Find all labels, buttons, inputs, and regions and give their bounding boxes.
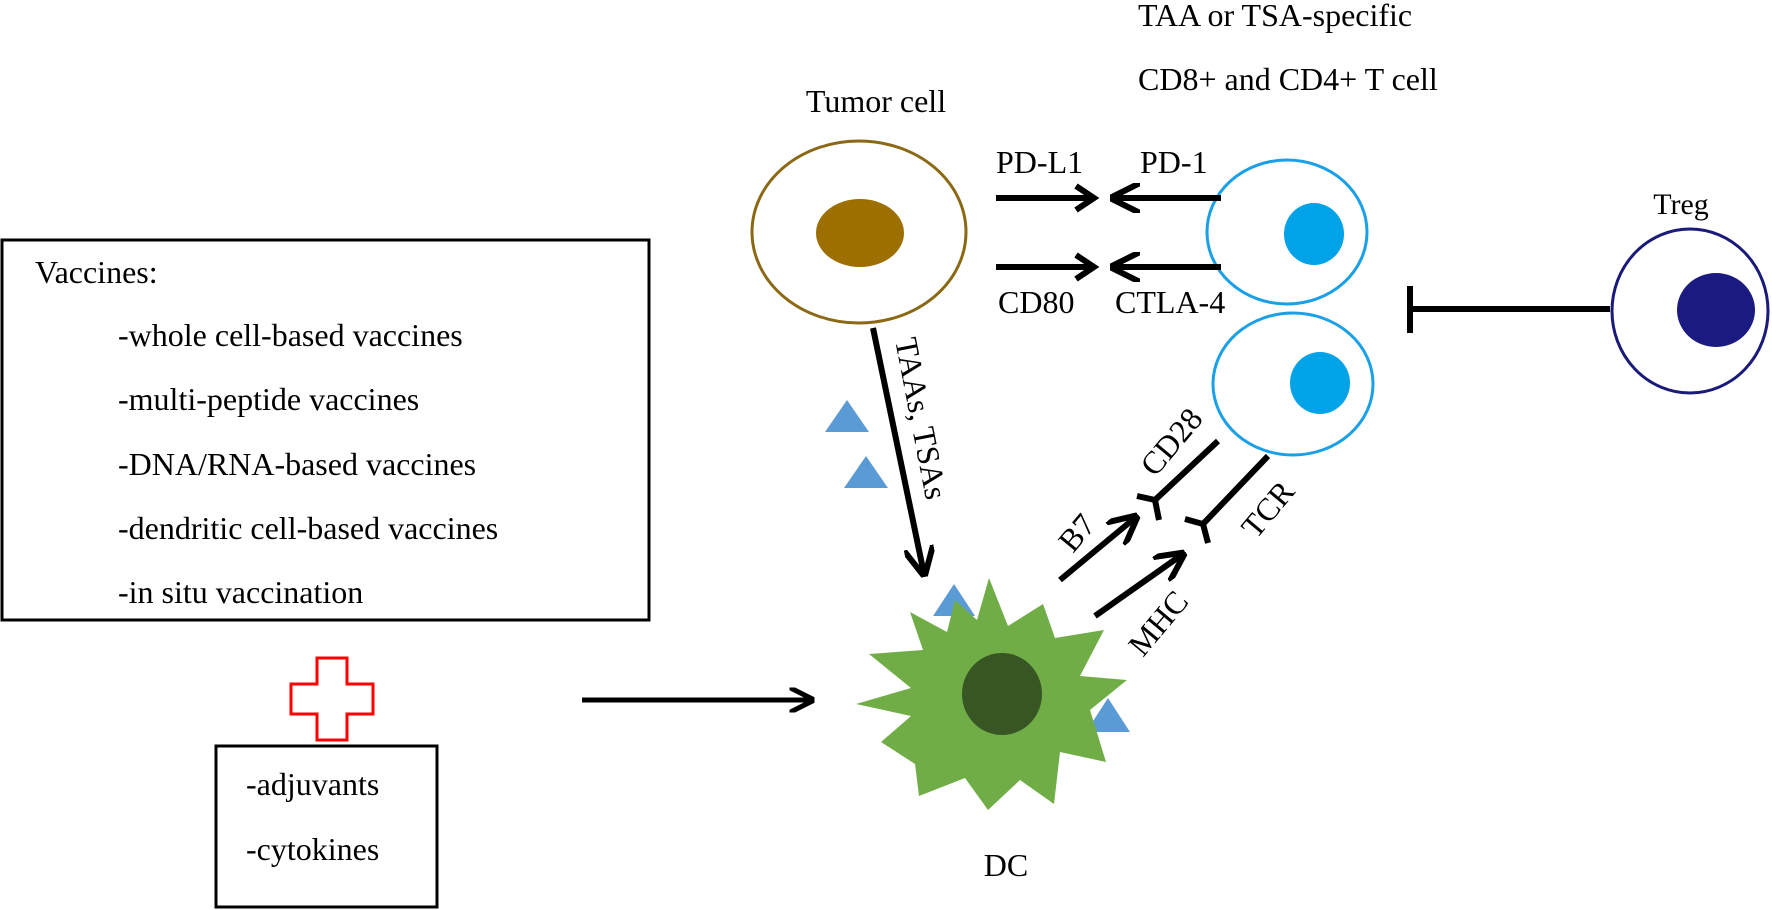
- tumor-cell-nucleus: [816, 199, 904, 267]
- tumor-cell-label: Tumor cell: [806, 83, 946, 119]
- dendritic-cell-nucleus: [962, 653, 1042, 735]
- adjuvants-box: -adjuvants -cytokines: [214, 744, 439, 909]
- vaccine-item-multi-peptide: -multi-peptide vaccines: [118, 381, 419, 417]
- antigens-label: TAAs, TSAs: [888, 334, 955, 502]
- vaccines-box-frame: [0, 238, 651, 622]
- antigen-triangle: [825, 400, 869, 432]
- t-cell-label-line1: TAA or TSA-specific: [1138, 0, 1412, 33]
- cd80-ctla4-interaction: [996, 255, 1221, 279]
- adjuvants-box-frame: [214, 744, 439, 909]
- pd-l1-receptor-icon: [1074, 183, 1100, 213]
- treg-nucleus: [1677, 273, 1755, 347]
- vaccines-heading: Vaccines:: [35, 254, 158, 290]
- vaccine-item-dna-rna: -DNA/RNA-based vaccines: [118, 446, 476, 482]
- pd1-pdl1-interaction: [996, 186, 1221, 210]
- tcr-stem: [1200, 453, 1271, 527]
- mhc-arrow: [1093, 554, 1183, 619]
- cd80-label: CD80: [998, 284, 1074, 320]
- t-cell-lower: [1211, 311, 1375, 457]
- plus-icon: [289, 656, 375, 742]
- vaccines-box: Vaccines: -whole cell-based vaccines -mu…: [0, 238, 651, 622]
- vaccine-item-dendritic: -dendritic cell-based vaccines: [118, 510, 498, 546]
- mhc-label: MHC: [1121, 584, 1195, 663]
- t-cell-lower-nucleus: [1290, 352, 1350, 414]
- cd28-stem: [1152, 438, 1221, 503]
- t-cell-upper-nucleus: [1284, 203, 1344, 265]
- antigen-arrow: [870, 327, 924, 574]
- vaccine-item-whole-cell: -whole cell-based vaccines: [118, 317, 463, 353]
- tumor-cell: [750, 139, 968, 325]
- b7-arrow: [1058, 517, 1136, 583]
- antigen-triangle: [844, 456, 888, 488]
- tcr-receptor-icon: [1184, 516, 1211, 544]
- dc-label: DC: [984, 847, 1028, 883]
- t-cell-label-line2: CD8+ and CD4+ T cell: [1138, 61, 1438, 97]
- t-cell-upper: [1205, 158, 1369, 306]
- cd28-receptor-icon: [1136, 493, 1162, 521]
- antigen-triangle: [1086, 698, 1130, 732]
- cd28-label: CD28: [1133, 401, 1210, 483]
- pd-l1-label: PD-L1: [996, 144, 1083, 180]
- vaccine-item-in-situ: -in situ vaccination: [118, 574, 363, 610]
- adjuvant-item-cytokines: -cytokines: [246, 831, 379, 867]
- dendritic-cell: [856, 578, 1127, 810]
- treg-label: Treg: [1653, 188, 1709, 221]
- pd-1-label: PD-1: [1140, 144, 1208, 180]
- adjuvant-item-adjuvants: -adjuvants: [246, 766, 379, 802]
- antigen-triangle: [933, 584, 975, 616]
- cd80-receptor-icon: [1074, 252, 1100, 282]
- treg-cell: [1610, 227, 1770, 395]
- ctla-4-label: CTLA-4: [1115, 284, 1225, 320]
